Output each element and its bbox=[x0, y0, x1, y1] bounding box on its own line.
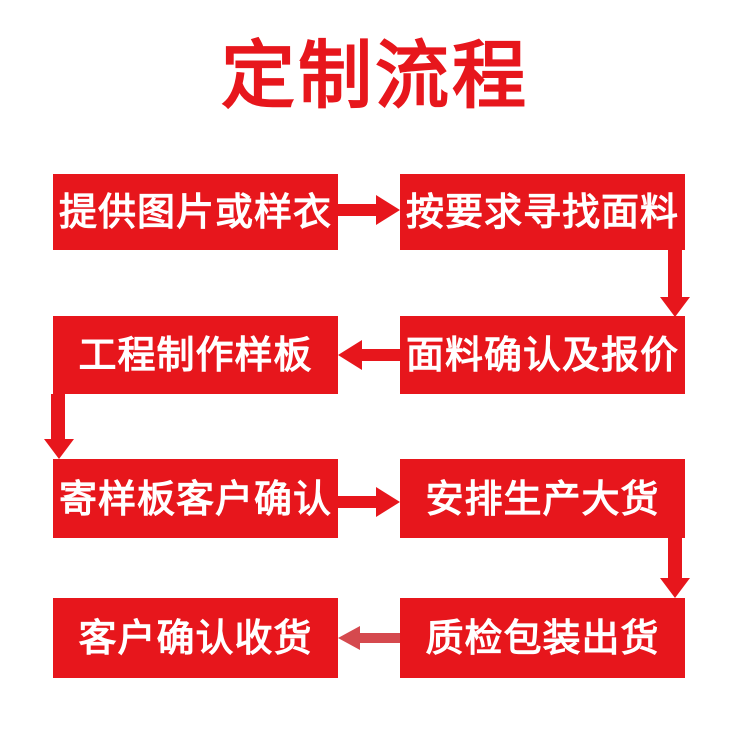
flow-step-arrange-bulk-production: 安排生产大货 bbox=[400, 459, 685, 538]
arrow-step1-to-step2 bbox=[338, 195, 400, 225]
arrow-shaft bbox=[668, 250, 682, 297]
flow-step-fabric-confirmation-and-quote: 面料确认及报价 bbox=[400, 316, 685, 394]
arrow-step3-to-step5 bbox=[44, 394, 74, 459]
flow-step-label: 提供图片或样衣 bbox=[58, 190, 332, 234]
arrow-right-icon bbox=[376, 195, 400, 225]
flow-step-engineering-makes-sample: 工程制作样板 bbox=[53, 316, 338, 394]
flow-step-label: 按要求寻找面料 bbox=[405, 190, 679, 234]
flow-step-customer-confirms-receipt: 客户确认收货 bbox=[53, 598, 338, 678]
page-title: 定制流程 bbox=[221, 33, 529, 119]
arrow-down-icon bbox=[44, 439, 74, 459]
flow-step-send-sample-customer-confirm: 寄样板客户确认 bbox=[53, 459, 338, 538]
flow-step-provide-images-or-sample: 提供图片或样衣 bbox=[53, 174, 338, 250]
arrow-right-icon bbox=[376, 487, 400, 517]
flow-step-label: 寄样板客户确认 bbox=[58, 476, 332, 521]
flow-step-qc-packaging-shipping: 质检包装出货 bbox=[400, 598, 685, 678]
flow-step-label: 面料确认及报价 bbox=[405, 333, 679, 377]
arrow-step8-to-step7 bbox=[338, 626, 400, 650]
arrow-shaft bbox=[362, 349, 400, 361]
flow-step-label: 安排生产大货 bbox=[425, 476, 660, 521]
arrow-shaft bbox=[51, 394, 65, 439]
arrow-down-icon bbox=[660, 578, 690, 598]
arrow-down-icon bbox=[660, 297, 690, 317]
arrow-shaft bbox=[338, 204, 376, 216]
arrow-step6-to-step8 bbox=[660, 538, 690, 598]
arrow-shaft bbox=[360, 633, 400, 643]
arrow-shaft bbox=[668, 538, 682, 578]
arrow-step2-to-step4 bbox=[660, 250, 690, 317]
arrow-left-icon bbox=[338, 340, 362, 370]
arrow-step4-to-step3 bbox=[338, 340, 400, 370]
arrow-step5-to-step6 bbox=[338, 487, 400, 517]
flow-step-find-fabric-per-requirements: 按要求寻找面料 bbox=[400, 174, 685, 250]
flow-step-label: 客户确认收货 bbox=[78, 616, 313, 660]
flow-step-label: 工程制作样板 bbox=[78, 333, 313, 377]
flow-step-label: 质检包装出货 bbox=[425, 616, 660, 660]
arrow-shaft bbox=[338, 496, 376, 508]
arrow-left-icon bbox=[338, 626, 360, 650]
